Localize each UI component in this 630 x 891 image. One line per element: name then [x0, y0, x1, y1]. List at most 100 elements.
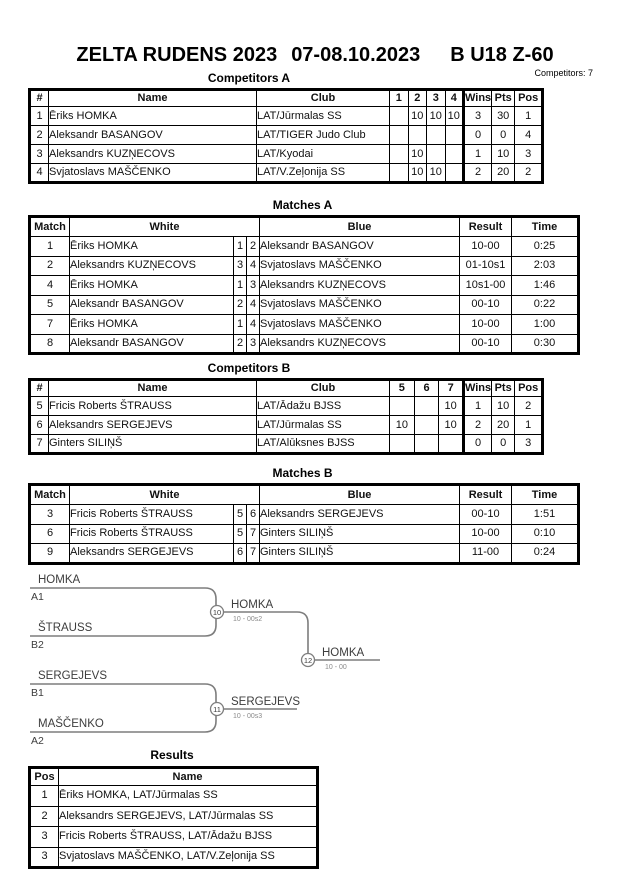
competitor-club: LAT/Jūrmalas SS — [256, 106, 390, 126]
col-name: Name — [48, 89, 257, 107]
col-number: # — [29, 89, 49, 107]
table-row: 2 Aleksandrs SERGEJEVS, LAT/Jūrmalas SS — [29, 805, 318, 827]
matches-a-table: Match White Blue Result Time 1 Ēriks HOM… — [28, 215, 580, 355]
match-node-11 — [209, 701, 225, 717]
cross-result-3 — [426, 125, 446, 145]
result-pos: 3 — [29, 846, 59, 868]
white-name: Ēriks HOMKA — [69, 275, 234, 296]
cross-result-4: 10 — [444, 106, 464, 126]
table-row: 1 Ēriks HOMKA, LAT/Jūrmalas SS — [29, 785, 318, 807]
pos-value: 2 — [514, 396, 544, 416]
competitor-name: Aleksandr BASANGOV — [48, 125, 257, 145]
cross-result-2 — [407, 125, 427, 145]
results-table: Pos Name 1 Ēriks HOMKA, LAT/Jūrmalas SS … — [28, 766, 319, 869]
match-node-12-number: 12 — [304, 656, 312, 665]
match-node-10 — [209, 604, 225, 620]
col-match: Match — [29, 216, 70, 237]
seed3-code: B1 — [31, 687, 44, 699]
pts-value: 20 — [491, 415, 516, 435]
competitors-a-table: # Name Club 1 2 3 4 Wins Pts Pos 1 Ēriks… — [28, 88, 545, 184]
pos-value: 3 — [514, 434, 544, 454]
col-number: # — [29, 379, 49, 397]
white-name: Ēriks HOMKA — [69, 236, 234, 257]
pos-value: 2 — [514, 163, 544, 183]
competitor-number: 7 — [29, 434, 49, 454]
cross-result-1 — [389, 144, 409, 164]
sf1-winner-name: HOMKA — [231, 599, 274, 611]
result-pos: 2 — [29, 805, 59, 827]
cross-result-4 — [444, 125, 464, 145]
pos-value: 4 — [514, 125, 544, 145]
elimination-bracket: HOMKA A1 ŠTRAUSS B2 SERGEJEVS B1 MAŠČENK… — [30, 574, 380, 747]
col-blue: Blue — [259, 216, 460, 237]
cross-result-1 — [389, 163, 409, 183]
blue-name: Aleksandrs SERGEJEVS — [259, 504, 460, 525]
cross-result-6 — [413, 415, 440, 435]
competitor-name: Ginters SILIŅŠ — [48, 434, 257, 454]
white-seed: 5 — [233, 504, 247, 525]
table-row: 7 Ginters SILIŅŠ LAT/Alūksnes BJSS 0 0 3 — [29, 434, 544, 454]
col-pos: Pos — [514, 89, 544, 107]
result-name: Aleksandrs SERGEJEVS, LAT/Jūrmalas SS — [58, 805, 318, 827]
result-name: Svjatoslavs MAŠČENKO, LAT/V.Zeļonija SS — [58, 846, 318, 868]
white-name: Ēriks HOMKA — [69, 314, 234, 335]
section-title-results: Results — [150, 748, 194, 762]
competitor-club: LAT/Alūksnes BJSS — [256, 434, 390, 454]
section-title-competitors-b: Competitors B — [207, 361, 291, 375]
cross-result-7 — [438, 434, 464, 454]
match-result: 00-10 — [459, 294, 512, 315]
blue-seed: 4 — [246, 294, 260, 315]
table-row: 5 Fricis Roberts ŠTRAUSS LAT/Ādažu BJSS … — [29, 396, 544, 416]
table-header-row: Match White Blue Result Time — [29, 484, 579, 505]
table-row: 3 Svjatoslavs MAŠČENKO, LAT/V.Zeļonija S… — [29, 846, 318, 868]
table-row: 3 Aleksandrs KUZŅECOVS LAT/Kyodai 10 1 1… — [29, 144, 544, 164]
table-row: 7 Ēriks HOMKA 1 4 Svjatoslavs MAŠČENKO 1… — [29, 314, 579, 335]
col-match: Match — [29, 484, 70, 505]
cross-result-4 — [444, 144, 464, 164]
competitor-club: LAT/Kyodai — [256, 144, 390, 164]
blue-name: Aleksandrs KUZŅECOVS — [259, 333, 460, 354]
cross-result-5: 10 — [389, 415, 415, 435]
cross-result-3: 10 — [426, 163, 446, 183]
col-result: Result — [459, 484, 512, 505]
match-number: 9 — [29, 543, 70, 564]
pos-value: 1 — [514, 415, 544, 435]
wins-value: 0 — [461, 434, 493, 454]
competitor-name: Ēriks HOMKA — [48, 106, 257, 126]
col-club: Club — [256, 89, 390, 107]
pos-value: 1 — [514, 106, 544, 126]
table-row: 6 Aleksandrs SERGEJEVS LAT/Jūrmalas SS 1… — [29, 415, 544, 435]
final-winner-name: HOMKA — [322, 647, 365, 659]
table-row: 6 Fricis Roberts ŠTRAUSS 5 7 Ginters SIL… — [29, 523, 579, 544]
match-time: 1:00 — [511, 314, 579, 335]
pts-value: 0 — [491, 434, 516, 454]
white-seed: 1 — [233, 314, 247, 335]
section-title-matches-b: Matches B — [272, 466, 333, 480]
competitor-club: LAT/Ādažu BJSS — [256, 396, 390, 416]
competitors-b-table: # Name Club 5 6 7 Wins Pts Pos 5 Fricis … — [28, 378, 545, 455]
seed1-code: A1 — [31, 591, 44, 603]
match-node-12 — [300, 652, 316, 668]
col-club: Club — [256, 379, 390, 397]
competitor-number: 4 — [29, 163, 49, 183]
blue-name: Svjatoslavs MAŠČENKO — [259, 314, 460, 335]
competitors-count: Competitors: 7 — [534, 68, 593, 78]
bracket-line-sf1-winner — [223, 611, 309, 654]
table-row: 4 Svjatoslavs MAŠČENKO LAT/V.Zeļonija SS… — [29, 163, 544, 183]
section-title-competitors-a: Competitors A — [207, 71, 291, 85]
competitor-name: Svjatoslavs MAŠČENKO — [48, 163, 257, 183]
match-result: 10s1-00 — [459, 275, 512, 296]
white-seed: 2 — [233, 333, 247, 354]
blue-seed: 3 — [246, 333, 260, 354]
match-result: 10-00 — [459, 523, 512, 544]
col-name: Name — [48, 379, 257, 397]
bracket-line-seed3 — [30, 683, 217, 703]
seed2-code: B2 — [31, 639, 44, 651]
seed2-name: ŠTRAUSS — [38, 621, 93, 634]
bracket-line-seed4 — [30, 715, 217, 733]
col-pts: Pts — [491, 89, 516, 107]
col-pos: Pos — [29, 767, 59, 786]
match-time: 2:03 — [511, 255, 579, 276]
page-title: ZELTA RUDENS 2023 07-08.10.2023 B U18 Z-… — [0, 44, 630, 67]
